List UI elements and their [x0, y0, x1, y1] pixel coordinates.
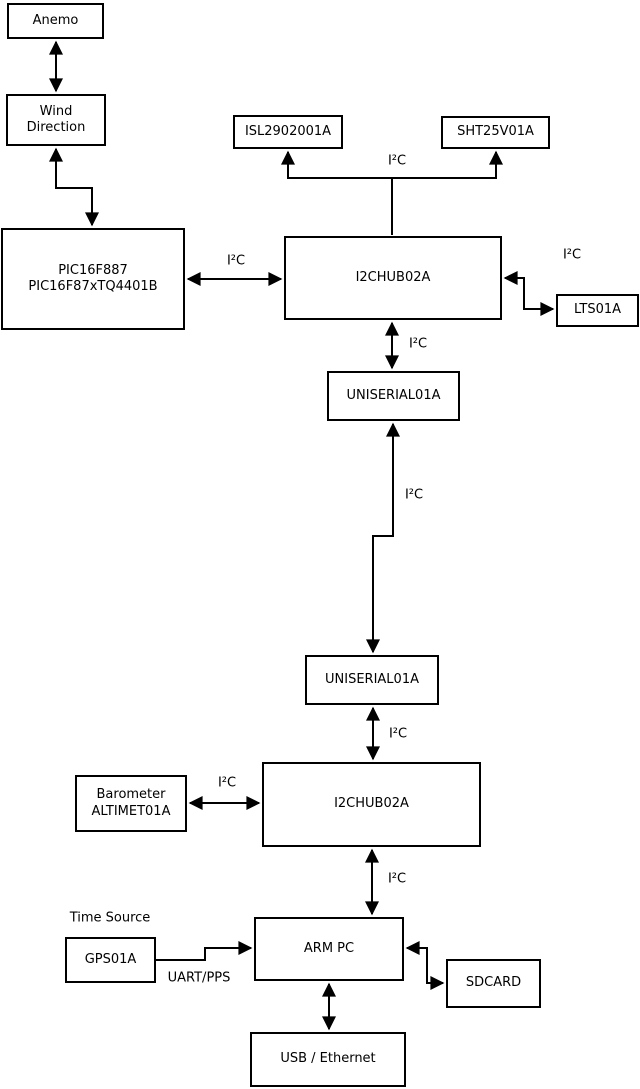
node-lts: LTS01A: [556, 294, 639, 327]
edge-label-i2c-long-link: I²C: [404, 487, 424, 503]
edge-uniserial-upper-uniserial-lower: [366, 422, 400, 654]
node-arm-pc-label: ARM PC: [303, 940, 355, 956]
edge-gps-arm-pc: [156, 941, 253, 961]
edge-label-i2c-lts: I²C: [562, 247, 582, 263]
edge-label-i2c-pic-hub: I²C: [226, 253, 246, 269]
node-pic-line2: PIC16F87xTQ4401B: [28, 279, 158, 294]
node-i2chub-lower: I2CHUB02A: [262, 762, 481, 847]
node-wind-direction-line1: Wind: [39, 103, 73, 119]
node-isl-label: ISL2902001A: [244, 123, 332, 139]
node-i2chub-lower-label: I2CHUB02A: [334, 796, 409, 812]
caption-time-source: Time Source: [69, 910, 151, 926]
node-uniserial-lower: UNISERIAL01A: [305, 655, 439, 705]
node-sht: SHT25V01A: [441, 116, 550, 149]
node-barometer: Barometer ALTIMET01A: [75, 775, 187, 832]
node-uniserial-upper-label: UNISERIAL01A: [346, 387, 441, 403]
node-usb-ethernet-label: USB / Ethernet: [280, 1051, 376, 1067]
node-anemo-label: Anemo: [32, 12, 79, 28]
node-isl: ISL2902001A: [233, 115, 343, 149]
edge-label-i2c-hub-uniserial: I²C: [408, 336, 428, 352]
edge-label-i2c-uniserial-hub2: I²C: [388, 726, 408, 742]
node-sdcard-label: SDCARD: [465, 975, 522, 991]
node-usb-ethernet: USB / Ethernet: [250, 1032, 406, 1087]
node-uniserial-lower-label: UNISERIAL01A: [325, 671, 419, 687]
edge-i2chub-upper-lts: [503, 271, 555, 316]
node-i2chub-upper: I2CHUB02A: [284, 236, 502, 320]
node-lts-label: LTS01A: [573, 302, 622, 318]
node-sdcard: SDCARD: [446, 959, 541, 1008]
node-uniserial-upper: UNISERIAL01A: [327, 371, 460, 421]
node-wind-direction-line2: Direction: [26, 120, 86, 135]
edge-label-i2c-sensor-bus: I²C: [387, 153, 407, 169]
node-barometer-line1: Barometer: [96, 787, 166, 803]
edge-label-uart-pps: UART/PPS: [167, 970, 231, 986]
node-pic: PIC16F887 PIC16F87xTQ4401B: [1, 228, 185, 330]
node-arm-pc: ARM PC: [254, 917, 404, 981]
node-wind-direction: Wind Direction: [6, 94, 106, 146]
node-gps: GPS01A: [65, 937, 156, 983]
edge-i2chub-upper-sht: [392, 150, 503, 179]
edge-i2chub-upper-isl: [281, 150, 392, 179]
edge-wind-direction-pic: [49, 147, 99, 227]
edge-label-i2c-barometer: I²C: [217, 775, 237, 791]
edge-label-i2c-hub2-arm: I²C: [387, 871, 407, 887]
node-gps-label: GPS01A: [84, 951, 137, 967]
node-sht-label: SHT25V01A: [457, 124, 534, 140]
node-i2chub-upper-label: I2CHUB02A: [355, 269, 431, 285]
edge-arm-pc-sdcard: [405, 941, 445, 990]
node-pic-line1: PIC16F887: [58, 262, 128, 278]
node-anemo: Anemo: [7, 3, 104, 39]
node-barometer-line2: ALTIMET01A: [91, 803, 171, 819]
